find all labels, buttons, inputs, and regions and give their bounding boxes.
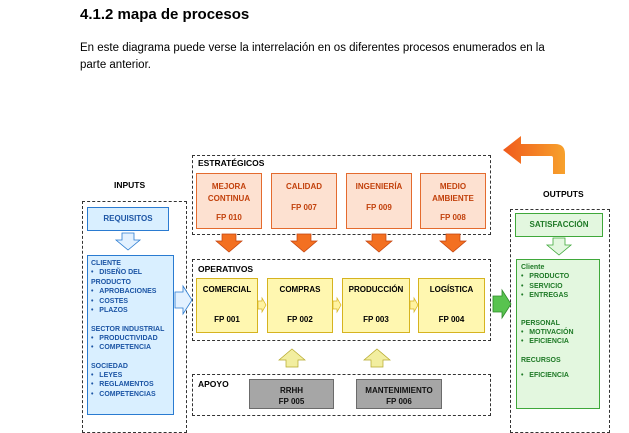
process-code: FP 008 (440, 213, 466, 222)
process-medio-ambiente: MEDIO AMBIENTE FP 008 (420, 173, 486, 229)
process-ingenieria: INGENIERÍA FP 009 (346, 173, 412, 229)
list-item: • PRODUCTO (521, 273, 570, 280)
support-title: APOYO (198, 379, 229, 389)
process-code: FP 009 (366, 203, 392, 212)
right-arrow-icon (332, 296, 342, 314)
process-calidad: CALIDAD FP 007 (271, 173, 337, 229)
process-code: FP 002 (287, 315, 313, 324)
outputs-label: OUTPUTS (543, 189, 584, 199)
process-name: COMPRAS (279, 285, 321, 294)
process-code: FP 003 (363, 315, 389, 324)
output-category-recursos: RECURSOS (521, 356, 561, 364)
process-line1: MEJORA (211, 182, 247, 191)
intro-paragraph: En este diagrama puede verse la interrel… (80, 42, 545, 71)
satisfaccion-box: SATISFACCIÓN (515, 213, 603, 237)
process-line2: AMBIENTE (432, 194, 474, 203)
input-list-sociedad: • LEYES • REGLAMENTOS • COMPETENCIAS (91, 371, 170, 400)
list-item: • LEYES (91, 371, 123, 379)
process-code: FP 004 (438, 315, 465, 324)
strategic-title: ESTRATÉGICOS (198, 158, 265, 168)
up-arrow-icon (363, 348, 391, 368)
list-item: • EFICIENCIA (521, 371, 569, 379)
list-item: • SERVICIO (521, 282, 563, 290)
list-item: • PRODUCTIVIDAD (91, 334, 158, 342)
down-arrow-icon (114, 232, 142, 251)
process-code: FP 005 (278, 397, 305, 406)
process-name: PRODUCCIÓN (348, 285, 404, 294)
process-code: FP 007 (291, 203, 317, 212)
inputs-panel: CLIENTE • DISEÑO DEL PRODUCTO • APROBACI… (87, 255, 174, 415)
process-code: FP 006 (386, 397, 412, 406)
up-arrow-icon (278, 348, 306, 368)
input-list-sector: • PRODUCTIVIDAD • COMPETENCIA (91, 334, 170, 353)
list-item: • ENTREGAS (521, 292, 569, 299)
process-line1: CALIDAD (286, 182, 322, 191)
down-arrow-icon (545, 237, 573, 256)
list-item: • DISEÑO DEL (91, 269, 143, 276)
down-arrow-icon (365, 233, 393, 253)
process-name: RRHH (279, 386, 304, 395)
list-item: • COSTES (91, 297, 129, 305)
output-list-personal: • MOTIVACIÓN • EFICIENCIA (521, 328, 595, 347)
list-item: • APROBACIONES (91, 288, 157, 295)
satisfaccion-label: SATISFACCIÓN (529, 220, 589, 229)
process-mantenimiento: MANTENIMIENTO FP 006 (356, 379, 442, 409)
process-compras: COMPRAS FP 002 (267, 278, 333, 333)
input-category-sector: SECTOR INDUSTRIAL (91, 325, 165, 333)
process-line1: MEDIO (439, 182, 467, 191)
list-item: • COMPETENCIA (91, 344, 152, 351)
outputs-panel: Cliente • PRODUCTO • SERVICIO • ENTREGAS… (516, 259, 600, 409)
list-item: • EFICIENCIA (521, 338, 569, 345)
operational-title: OPERATIVOS (198, 264, 254, 274)
right-arrow-icon (492, 288, 512, 320)
support-group (192, 374, 491, 416)
strategic-group (192, 155, 491, 235)
requisitos-box: REQUISITOS (87, 207, 169, 231)
process-comercial: COMERCIAL FP 001 (196, 278, 258, 333)
list-item: • REGLAMENTOS (91, 381, 154, 388)
process-logistica: LOGÍSTICA FP 004 (418, 278, 485, 333)
input-category-sociedad: SOCIEDAD (91, 362, 128, 370)
process-line2: CONTINUA (207, 194, 251, 203)
input-list-cliente: • DISEÑO DEL PRODUCTO • APROBACIONES • C… (91, 268, 170, 316)
section-heading: 4.1.2 mapa de procesos (80, 6, 250, 23)
list-item: • COMPETENCIAS (91, 390, 156, 398)
output-list-cliente: • PRODUCTO • SERVICIO • ENTREGAS (521, 272, 595, 301)
down-arrow-icon (290, 233, 318, 253)
process-name: MANTENIMIENTO (365, 386, 433, 395)
input-category-cliente: CLIENTE (91, 260, 121, 267)
list-item: • PLAZOS (91, 307, 128, 314)
right-arrow-icon (257, 296, 267, 314)
requisitos-label: REQUISITOS (103, 214, 153, 223)
process-rrhh: RRHH FP 005 (249, 379, 334, 409)
right-arrow-icon (409, 296, 419, 314)
process-name: COMERCIAL (202, 285, 252, 294)
list-item: • MOTIVACIÓN (521, 328, 574, 336)
operational-group (192, 259, 491, 341)
output-category-cliente: Cliente (521, 264, 545, 271)
output-category-personal: PERSONAL (521, 319, 560, 327)
return-arrow-icon (503, 136, 565, 174)
process-line1: INGENIERÍA (355, 182, 403, 191)
down-arrow-icon (215, 233, 243, 253)
right-arrow-icon (174, 284, 193, 316)
process-code: FP 010 (216, 213, 242, 222)
process-mejora-continua: MEJORA CONTINUA FP 010 (196, 173, 262, 229)
down-arrow-icon (439, 233, 467, 253)
process-name: LOGÍSTICA (429, 285, 474, 294)
inputs-label: INPUTS (114, 180, 146, 190)
list-item: PRODUCTO (91, 278, 131, 286)
output-list-recursos: • EFICIENCIA (521, 371, 595, 381)
process-produccion: PRODUCCIÓN FP 003 (342, 278, 410, 333)
process-code: FP 001 (214, 315, 240, 324)
